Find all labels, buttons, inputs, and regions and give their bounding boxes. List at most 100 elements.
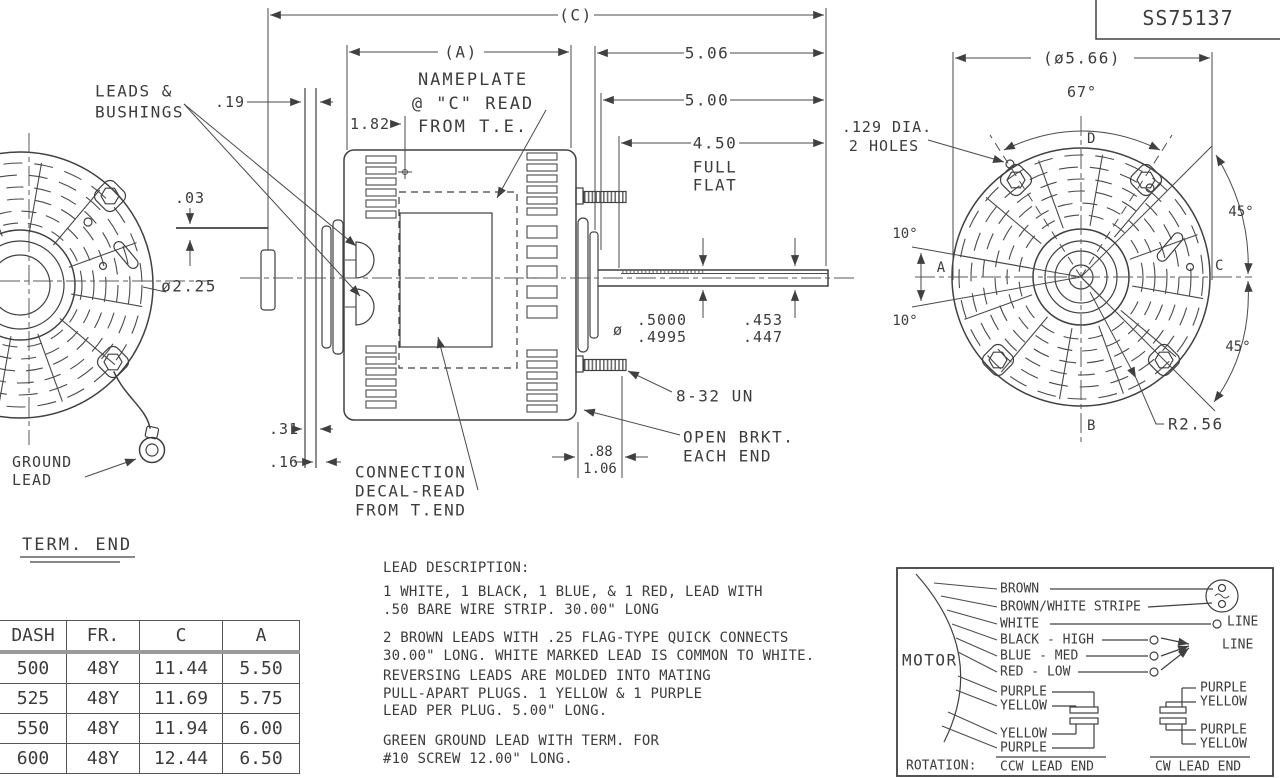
cell-a: 6.50 — [222, 743, 300, 774]
right-lead-purple: PURPLE — [1200, 723, 1247, 738]
angle-45-se: 45° — [1225, 339, 1250, 355]
ground-lead-label: LEAD — [12, 471, 52, 489]
cell-a: 5.50 — [222, 651, 300, 684]
hex-bolt-icon — [997, 161, 1035, 199]
title-block: SS75137 — [1095, 0, 1280, 40]
dim-stud-max: 1.06 — [583, 461, 617, 477]
holes-note: 2 HOLES — [849, 137, 919, 155]
rotation-cw: CW LEAD END — [1155, 760, 1241, 775]
bracket-note: OPEN BRKT. — [683, 428, 794, 447]
table-row: 600 48Y 12.44 6.50 — [0, 743, 300, 774]
dim-bolt-angle: 67° — [1067, 83, 1097, 101]
dim-overall-length: (C) — [559, 6, 592, 25]
axis-label-a: A — [937, 260, 946, 276]
dim-band-gap: .19 — [215, 93, 245, 111]
flat-depth-min: .447 — [743, 328, 783, 346]
shaft-dia-symbol: ø — [613, 321, 623, 339]
dim-band-inner: .16 — [269, 453, 299, 471]
lead-end-view: A C D B (ø5.66) 67° .129 DIA. 2 HOLES 10… — [842, 49, 1254, 445]
dim-body-length: (A) — [444, 43, 477, 62]
part-number: SS75137 — [1142, 6, 1233, 30]
lead-label-purple: PURPLE — [1000, 741, 1047, 756]
side-view: LEADS & BUSHINGS — [95, 6, 858, 520]
right-lead-yellow: YELLOW — [1200, 695, 1247, 710]
ground-lead-wire — [113, 371, 151, 429]
col-header-dash: DASH — [0, 620, 67, 654]
cell-a: 6.00 — [222, 713, 300, 744]
decal-note: DECAL-READ — [355, 482, 466, 501]
decal-note: CONNECTION — [355, 463, 466, 482]
hex-bolt-icon — [91, 177, 129, 215]
lead-description-line: 2 BROWN LEADS WITH .25 FLAG-TYPE QUICK C… — [383, 630, 789, 646]
line-terminal-icon — [1212, 619, 1222, 629]
nameplate-note: FROM T.E. — [418, 117, 528, 137]
capacitor-icon — [1205, 579, 1239, 613]
bracket-note: EACH END — [683, 447, 772, 466]
cell-c: 12.44 — [139, 743, 223, 774]
lead-label-yellow: YELLOW — [1000, 699, 1047, 714]
table-header-row: DASH FR. C A — [0, 620, 300, 654]
angle-45-ne: 45° — [1228, 204, 1253, 220]
table-row: 550 48Y 11.94 6.00 — [0, 713, 300, 744]
lead-label-brown: BROWN — [1000, 582, 1039, 597]
mounting-stud-icon — [575, 355, 627, 373]
dim-band-outer: .31 — [269, 420, 299, 438]
lead-label-red: RED - LOW — [1000, 665, 1071, 680]
lead-description-line: 30.00" LONG. WHITE MARKED LEAD IS COMMON… — [383, 647, 815, 664]
motor-body-curve — [915, 573, 962, 743]
flat-depth-max: .453 — [743, 311, 783, 329]
col-header-a: A — [222, 620, 300, 654]
plug-connector-icon — [1159, 687, 1196, 745]
table-row: 525 48Y 11.69 5.75 — [0, 683, 300, 714]
flat-note: FLAT — [693, 176, 738, 195]
motor-label: MOTOR — [902, 651, 958, 670]
line-label-top: LINE — [1227, 615, 1258, 630]
cell-c: 11.94 — [139, 713, 223, 744]
cell-dash: 525 — [0, 683, 67, 714]
stud-spec-label: 8-32 UN — [676, 387, 754, 406]
decal-note: FROM T.END — [355, 501, 466, 520]
dash-specs-table: DASH FR. C A 500 48Y 11.44 5.50 525 48Y … — [0, 620, 300, 774]
lead-description-line: #10 SCREW 12.00" LONG. — [383, 750, 573, 767]
dim-hub-offset: .03 — [175, 189, 205, 207]
holes-note: .129 DIA. — [842, 118, 932, 136]
leads-bushings-label: BUSHINGS — [95, 103, 184, 122]
shaft-dia-max: .5000 — [637, 311, 687, 329]
shaft-dia-min: .4995 — [637, 328, 687, 346]
table-row: 500 48Y 11.44 5.50 — [0, 651, 300, 684]
col-header-frame: FR. — [66, 620, 140, 654]
ground-lead-label: GROUND — [12, 453, 72, 471]
nameplate-zone — [398, 191, 518, 369]
dim-stud-min: .88 — [587, 444, 612, 460]
connection-decal — [399, 212, 493, 348]
mounting-hole-icon — [1005, 159, 1015, 169]
right-lead-yellow: YELLOW — [1200, 737, 1247, 752]
lead-description-title: LEAD DESCRIPTION: — [383, 560, 530, 576]
dim-hub-dia: ø2.25 — [161, 277, 217, 296]
cell-a: 5.75 — [222, 683, 300, 714]
wiring-diagram: MOTOR BROWN BROWN/WHITE STRIPE WHITE BLA… — [896, 567, 1274, 777]
lead-label-yellow: YELLOW — [1000, 727, 1047, 742]
angle-10-lower: 10° — [892, 313, 917, 329]
cell-dash: 600 — [0, 743, 67, 774]
dim-outer-dia: (ø5.66) — [1043, 49, 1121, 68]
dim-bolt-radius: R2.56 — [1168, 415, 1224, 434]
cell-dash: 500 — [0, 651, 67, 684]
angle-10-upper: 10° — [892, 226, 917, 242]
nameplate-note: NAMEPLATE — [418, 70, 528, 90]
line-label-bottom: LINE — [1222, 638, 1253, 653]
cell-frame: 48Y — [66, 713, 140, 744]
view-title: TERM. END — [22, 535, 132, 555]
cell-frame: 48Y — [66, 651, 140, 684]
lead-description-line: 1 WHITE, 1 BLACK, 1 BLUE, & 1 RED, LEAD … — [383, 584, 763, 600]
term-end-view: GROUND LEAD TERM. END — [0, 133, 212, 563]
axis-label-d: D — [1087, 131, 1095, 147]
rotation-label: ROTATION: — [906, 759, 976, 774]
leads-bushings-label: LEADS & — [95, 82, 173, 101]
lead-description-line: .50 BARE WIRE STRIP. 30.00" LONG — [383, 601, 660, 618]
lead-label-black: BLACK - HIGH — [1000, 633, 1094, 648]
bushing-icon — [355, 288, 375, 326]
dim-shaft-length: 5.00 — [685, 91, 730, 110]
